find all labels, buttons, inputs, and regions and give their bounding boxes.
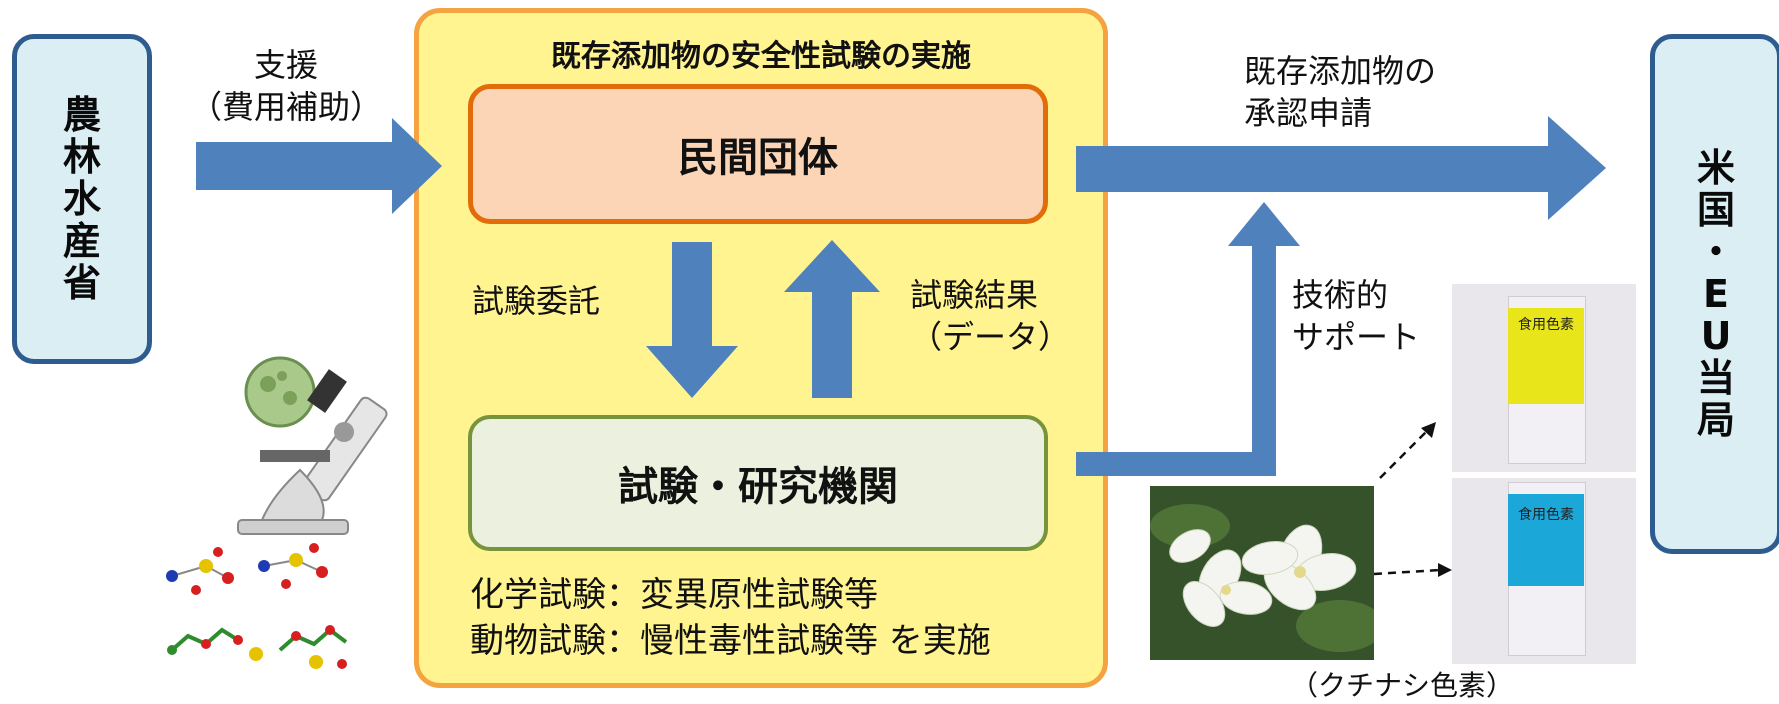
dashed-arrow-top — [1379, 431, 1427, 479]
research-institution-label: 試験・研究機関 — [618, 464, 898, 510]
yellow-pigment-box-label: 食用色素 — [1518, 317, 1574, 333]
private-organization-label: 民間団体 — [678, 135, 838, 181]
application-label: 既存添加物の 承認申請 — [1244, 52, 1437, 132]
us-eu-authority-box: 米 国 ・ E U 当 局 — [1650, 34, 1779, 554]
result-label: 試験結果 （データ） — [910, 276, 1071, 356]
application-arrow — [1076, 116, 1606, 220]
maff-box: 農 林 水 産 省 — [12, 34, 152, 364]
tech-support-arrow — [1076, 202, 1300, 476]
blue-pigment-photo: 食用色素 — [1452, 478, 1636, 664]
microscope-icon — [237, 356, 388, 535]
support-label: 支援 （費用補助） — [189, 46, 382, 126]
support-arrow — [196, 118, 442, 214]
gardenia-photo — [1150, 486, 1374, 660]
research-institution-box: 試験・研究機関 — [468, 415, 1048, 551]
result-arrow — [784, 240, 880, 398]
commission-arrow — [646, 242, 738, 398]
commission-label: 試験委託 — [472, 282, 601, 320]
us-eu-authority-label: 米 国 ・ E U 当 局 — [1696, 146, 1735, 442]
gardenia-caption: （クチナシ色素） — [1290, 669, 1515, 702]
main-title: 既存添加物の安全性試験の実施 — [551, 39, 971, 74]
yellow-pigment-photo: 食用色素 — [1452, 284, 1636, 472]
molecule-icon — [166, 543, 348, 669]
test-description: 化学試験：変異原性試験等 動物試験：慢性毒性試験等 を実施 — [470, 575, 991, 661]
tech-support-label: 技術的 サポート — [1292, 276, 1421, 356]
maff-label: 農 林 水 産 省 — [62, 93, 101, 305]
blue-pigment-box-label: 食用色素 — [1518, 507, 1574, 523]
dashed-arrow-bottom — [1373, 568, 1441, 576]
private-organization-box: 民間団体 — [468, 84, 1048, 224]
